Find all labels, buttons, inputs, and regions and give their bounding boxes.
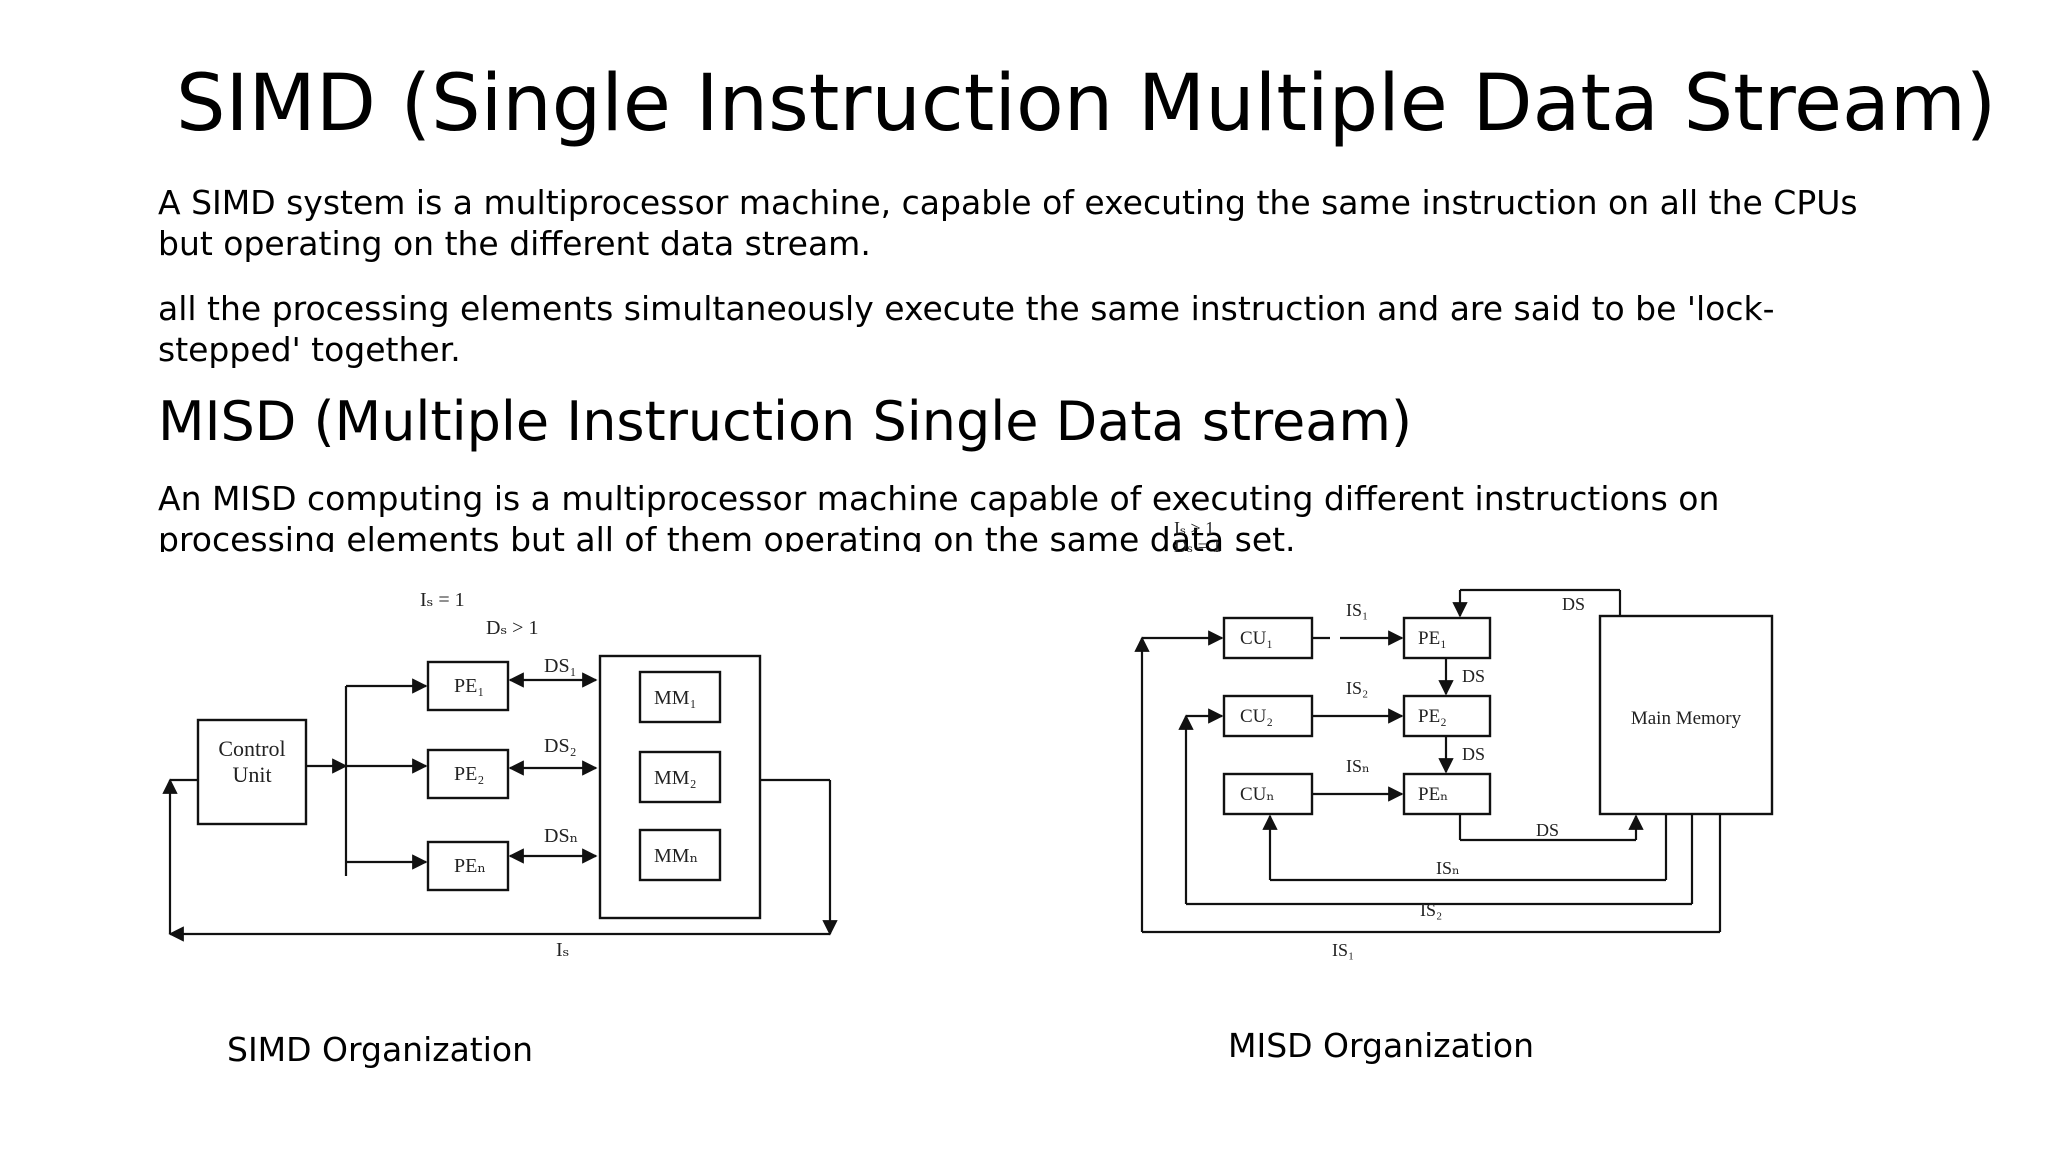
misd-pe1-label: PE₁ [1418, 628, 1447, 649]
misd-pe2-box [1402, 694, 1492, 738]
misd-bottom-isn-label: ISₙ [1436, 858, 1460, 878]
misd-heading: MISD (Multiple Instruction Single Data s… [158, 390, 1413, 453]
misd-ds-mid1-label: DS [1462, 666, 1485, 686]
simd-pen-label: PEₙ [454, 855, 486, 877]
misd-is1-label: IS₁ [1346, 600, 1368, 620]
misd-ds-top-label: DS [1562, 594, 1585, 614]
misd-description: An MISD computing is a multiprocessor ma… [158, 479, 1720, 552]
simd-description: A SIMD system is a multiprocessor machin… [158, 183, 1858, 263]
cu1-label: CU₁ [1240, 628, 1273, 649]
simd-pen-box [426, 840, 510, 892]
simd-pe2-label: PE₂ [454, 763, 484, 785]
mm2-box [638, 750, 722, 804]
simd-caption: SIMD Organization [227, 1030, 534, 1069]
misd-isn-label: ISₙ [1346, 756, 1370, 776]
control-unit-box [196, 718, 308, 826]
misd-pen-box [1402, 772, 1492, 816]
misd-bottom-is2-label: IS₂ [1420, 900, 1442, 920]
cu1-box [1222, 616, 1314, 660]
mmn-label: MMₙ [654, 845, 698, 867]
cu2-label: CU₂ [1240, 706, 1273, 727]
misd-is-label: Iₛ > 1 [1174, 518, 1214, 538]
simd-pe1-label: PE₁ [454, 675, 484, 697]
misd-pe1-box [1402, 616, 1492, 660]
mm1-label: MM₁ [654, 687, 697, 709]
simd-bottom-is-label: Iₛ [556, 939, 569, 961]
cun-label: CUₙ [1240, 784, 1275, 805]
simd-dsn-label: DSₙ [544, 825, 578, 847]
misd-bottom-is1-label: IS₁ [1332, 940, 1354, 960]
slide-title: SIMD (Single Instruction Multiple Data S… [176, 59, 1997, 149]
simd-is-label: Iₛ = 1 [420, 589, 465, 611]
control-unit-label-1: Control [218, 736, 285, 761]
misd-ds-mid2-label: DS [1462, 744, 1485, 764]
mm2-label: MM₂ [654, 767, 697, 789]
misd-ds-bottom-label: DS [1536, 820, 1559, 840]
misd-is2-label: IS₂ [1346, 678, 1368, 698]
simd-pe2-box [426, 748, 510, 800]
main-memory-label: Main Memory [1631, 708, 1742, 729]
simd-ds1-label: DS₁ [544, 655, 577, 677]
misd-pe2-label: PE₂ [1418, 706, 1447, 727]
simd-lockstep-description: all the processing elements simultaneous… [158, 289, 1775, 369]
simd-ds-label: Dₛ > 1 [486, 617, 538, 639]
mm1-box [638, 670, 722, 724]
cun-box [1222, 772, 1314, 816]
control-unit-label-2: Unit [232, 762, 271, 787]
misd-caption: MISD Organization [1228, 1026, 1535, 1065]
simd-pe1-box [426, 660, 510, 712]
misd-ds-label: Dₛ = 1 [1174, 536, 1221, 556]
simd-ds2-label: DS₂ [544, 735, 577, 757]
mmn-box [638, 828, 722, 882]
main-memory-box [1598, 614, 1774, 816]
misd-pen-label: PEₙ [1418, 784, 1448, 805]
cu2-box [1222, 694, 1314, 738]
